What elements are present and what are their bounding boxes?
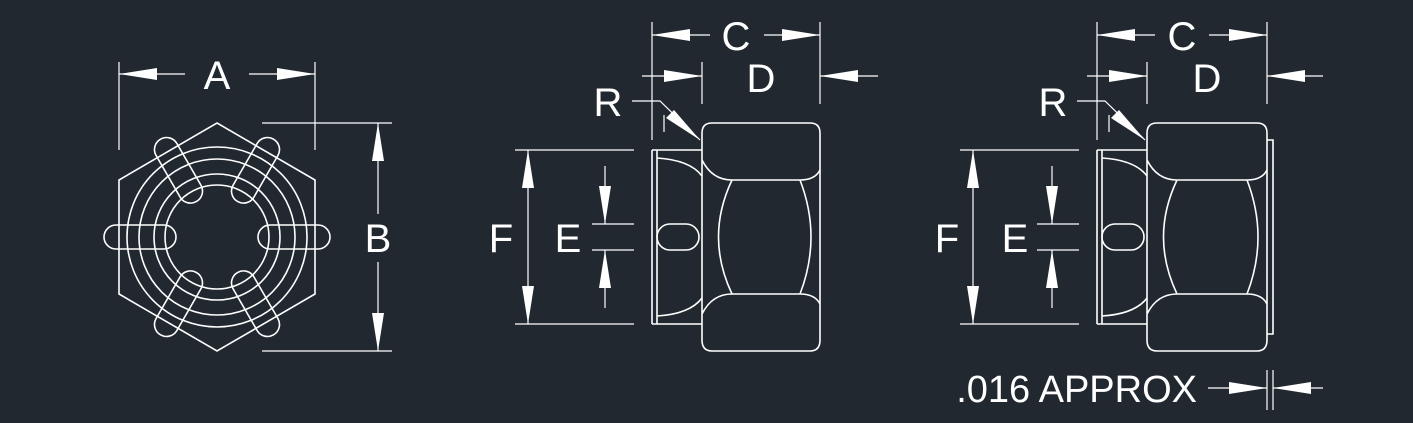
crown-alt [1096, 149, 1148, 325]
dimension-d: D [642, 57, 878, 104]
dim-label-a: A [204, 54, 231, 98]
crown-outer-circle [126, 146, 308, 328]
crown [651, 149, 703, 325]
dimension-e: E [555, 166, 634, 308]
crown-mid-circle [138, 158, 296, 316]
dim-label-e: E [555, 217, 582, 261]
dim-label-r: R [594, 81, 623, 125]
approx-note: .016 APPROX [956, 369, 1197, 411]
crown-inner-circle [153, 173, 281, 301]
dim-label-b: B [365, 217, 392, 261]
hex-body [701, 122, 821, 352]
dim-label-d-alt: D [1193, 57, 1222, 101]
dimension-r-alt: R [1039, 81, 1146, 141]
washer-face-dimension: .016 APPROX [956, 369, 1323, 411]
bore-circle [164, 184, 270, 290]
dimension-f: F [489, 149, 634, 325]
dim-label-d: D [747, 57, 776, 101]
dim-label-c: C [722, 15, 751, 59]
dimension-c-alt: C [1096, 15, 1268, 140]
dim-label-r-alt: R [1039, 81, 1068, 125]
dimension-r: R [594, 81, 701, 141]
dim-label-f-alt: F [935, 217, 959, 261]
dimension-c: C [651, 15, 821, 140]
front-view: A B [103, 54, 392, 352]
hex-outline [118, 122, 316, 352]
hex-body-alt [1146, 122, 1274, 352]
dimension-b: B [262, 122, 392, 352]
dimension-a: A [118, 54, 316, 150]
dimension-e-alt: E [1002, 166, 1079, 308]
dim-label-f: F [489, 217, 513, 261]
side-view: C D R F [489, 15, 878, 352]
side-view-alt: C D R F [935, 15, 1323, 411]
dim-label-c-alt: C [1168, 15, 1197, 59]
dim-label-e-alt: E [1002, 217, 1029, 261]
slots [103, 136, 331, 338]
dimension-d-alt: D [1087, 57, 1323, 104]
dimension-f-alt: F [935, 149, 1079, 325]
